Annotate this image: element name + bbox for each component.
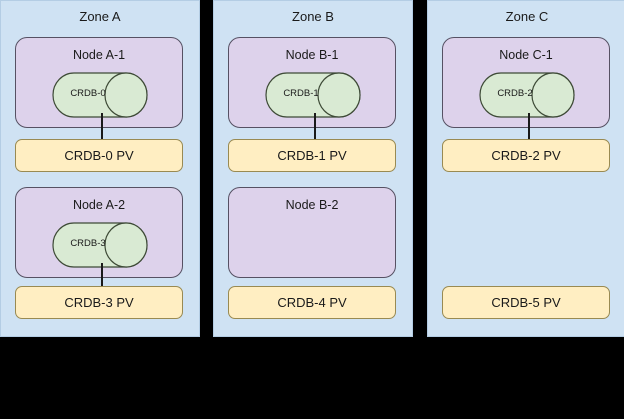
- database-cylinder-crdb-1[interactable]: CRDB-1: [265, 72, 361, 118]
- connector-node-a-2-to-pv: [101, 263, 103, 291]
- pv-label-crdb-2: CRDB-2 PV: [491, 148, 561, 163]
- database-cylinder-crdb-2[interactable]: CRDB-2: [479, 72, 575, 118]
- node-box-b-2[interactable]: Node B-2: [228, 187, 396, 278]
- database-cylinder-crdb-0[interactable]: CRDB-0: [52, 72, 148, 118]
- database-label-crdb-0: CRDB-0: [70, 88, 106, 99]
- database-label-crdb-2: CRDB-2: [497, 88, 533, 99]
- node-box-a-2[interactable]: Node A-2 CRDB-3: [15, 187, 183, 278]
- connector-node-c-1-to-pv: [528, 113, 530, 141]
- node-label-b-1: Node B-1: [285, 48, 339, 62]
- pv-label-crdb-4: CRDB-4 PV: [277, 295, 347, 310]
- zone-panel-b[interactable]: Zone B Node B-1 CRDB-1 CRDB-1 PV Node B-…: [213, 0, 413, 337]
- pv-label-crdb-5: CRDB-5 PV: [491, 295, 561, 310]
- zone-panel-a[interactable]: Zone A Node A-1 CRDB-0 CRDB-0 PV Node A-…: [0, 0, 200, 337]
- pv-label-crdb-3: CRDB-3 PV: [64, 295, 134, 310]
- node-label-b-2: Node B-2: [285, 198, 339, 212]
- database-cylinder-crdb-3[interactable]: CRDB-3: [52, 222, 148, 268]
- pv-box-crdb-1[interactable]: CRDB-1 PV: [228, 139, 396, 172]
- database-label-crdb-3: CRDB-3: [70, 238, 106, 249]
- database-label-crdb-1: CRDB-1: [283, 88, 319, 99]
- pv-label-crdb-0: CRDB-0 PV: [64, 148, 134, 163]
- node-box-a-1[interactable]: Node A-1 CRDB-0: [15, 37, 183, 128]
- pv-box-crdb-2[interactable]: CRDB-2 PV: [442, 139, 610, 172]
- connector-node-a-1-to-pv: [101, 113, 103, 141]
- pv-box-crdb-3[interactable]: CRDB-3 PV: [15, 286, 183, 319]
- pv-box-crdb-0[interactable]: CRDB-0 PV: [15, 139, 183, 172]
- node-label-c-1: Node C-1: [499, 48, 553, 62]
- node-label-a-2: Node A-2: [72, 198, 126, 212]
- zone-title-a: Zone A: [79, 9, 121, 24]
- zone-panel-c[interactable]: Zone C Node C-1 CRDB-2 CRDB-2 PV CRDB-5 …: [427, 0, 624, 337]
- pv-label-crdb-1: CRDB-1 PV: [277, 148, 347, 163]
- node-label-a-1: Node A-1: [72, 48, 126, 62]
- zone-title-b: Zone B: [292, 9, 334, 24]
- pv-box-crdb-4[interactable]: CRDB-4 PV: [228, 286, 396, 319]
- node-box-c-1[interactable]: Node C-1 CRDB-2: [442, 37, 610, 128]
- zone-title-c: Zone C: [505, 9, 549, 24]
- connector-node-b-1-to-pv: [314, 113, 316, 141]
- pv-box-crdb-5[interactable]: CRDB-5 PV: [442, 286, 610, 319]
- node-box-b-1[interactable]: Node B-1 CRDB-1: [228, 37, 396, 128]
